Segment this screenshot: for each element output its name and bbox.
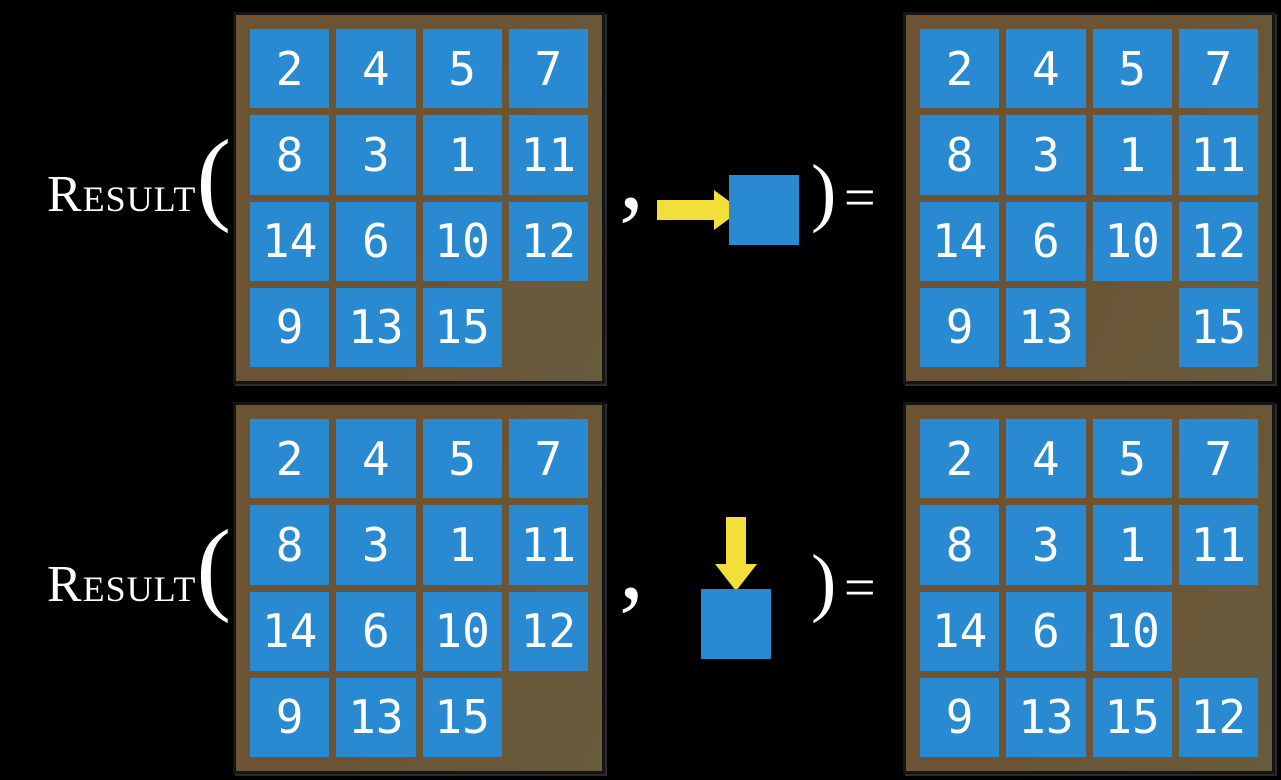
blank-cell <box>1179 592 1258 671</box>
puzzle-tile-10: 10 <box>422 591 502 671</box>
equals-sign: = <box>844 167 876 229</box>
puzzle-tile-9: 9 <box>920 287 1000 367</box>
puzzle-tile-14: 14 <box>920 591 1000 671</box>
puzzle-tile-11: 11 <box>508 115 588 195</box>
open-paren: ( <box>196 119 231 234</box>
puzzle-tile-11: 11 <box>508 505 588 585</box>
puzzle-tile-8: 8 <box>250 505 330 585</box>
close-paren: ) <box>811 540 837 624</box>
puzzle-tile-13: 13 <box>1006 287 1086 367</box>
comma-separator: , <box>619 119 644 230</box>
puzzle-tile-7: 7 <box>1178 29 1258 109</box>
puzzle-tile-12: 12 <box>1178 677 1258 757</box>
puzzle-tile-14: 14 <box>250 591 330 671</box>
puzzle-tile-14: 14 <box>920 201 1000 281</box>
puzzle-tile-1: 1 <box>1092 115 1172 195</box>
close-paren: ) <box>811 150 837 234</box>
puzzle-tile-2: 2 <box>250 419 330 499</box>
puzzle-tile-12: 12 <box>508 201 588 281</box>
puzzle-tile-8: 8 <box>920 115 1000 195</box>
puzzle-tile-15: 15 <box>1178 287 1258 367</box>
puzzle-tile-13: 13 <box>336 287 416 367</box>
action-tile-square <box>729 175 799 245</box>
puzzle-tile-3: 3 <box>336 505 416 585</box>
down-arrow-shaft-icon <box>726 517 746 565</box>
result-function-label: Result( <box>0 515 231 619</box>
result-function-name: Result <box>46 556 197 613</box>
puzzle-tile-6: 6 <box>1006 201 1086 281</box>
puzzle-tile-11: 11 <box>1178 505 1258 585</box>
result-function-label: Result( <box>0 125 231 229</box>
puzzle-tile-7: 7 <box>508 29 588 109</box>
puzzle-tile-15: 15 <box>1092 677 1172 757</box>
puzzle-tile-9: 9 <box>920 677 1000 757</box>
puzzle-tile-6: 6 <box>336 201 416 281</box>
action-tile-square <box>701 589 771 659</box>
puzzle-tile-4: 4 <box>336 29 416 109</box>
puzzle-tile-11: 11 <box>1178 115 1258 195</box>
puzzle-tile-1: 1 <box>1092 505 1172 585</box>
result-function-name: Result <box>46 166 197 223</box>
right-arrow-shaft-icon <box>657 200 716 220</box>
puzzle-tile-13: 13 <box>1006 677 1086 757</box>
puzzle-tile-12: 12 <box>508 591 588 671</box>
puzzle-tile-4: 4 <box>1006 419 1086 499</box>
puzzle-tile-15: 15 <box>422 287 502 367</box>
puzzle-tile-12: 12 <box>1178 201 1258 281</box>
puzzle-tile-10: 10 <box>422 201 502 281</box>
equals-sign: = <box>844 557 876 619</box>
puzzle-tile-5: 5 <box>422 29 502 109</box>
puzzle-tile-9: 9 <box>250 677 330 757</box>
puzzle-tile-15: 15 <box>422 677 502 757</box>
puzzle-tile-7: 7 <box>1178 419 1258 499</box>
puzzle-tile-10: 10 <box>1092 201 1172 281</box>
puzzle-tile-13: 13 <box>336 677 416 757</box>
puzzle-tile-3: 3 <box>1006 505 1086 585</box>
puzzle-tile-14: 14 <box>250 201 330 281</box>
puzzle-tile-3: 3 <box>1006 115 1086 195</box>
puzzle-tile-2: 2 <box>250 29 330 109</box>
puzzle-tile-5: 5 <box>422 419 502 499</box>
puzzle-tile-4: 4 <box>1006 29 1086 109</box>
puzzle-tile-10: 10 <box>1092 591 1172 671</box>
blank-cell <box>509 678 588 757</box>
puzzle-tile-9: 9 <box>250 287 330 367</box>
puzzle-tile-6: 6 <box>336 591 416 671</box>
comma-separator: , <box>619 509 644 620</box>
puzzle-tile-1: 1 <box>422 115 502 195</box>
puzzle-tile-4: 4 <box>336 419 416 499</box>
puzzle-tile-8: 8 <box>250 115 330 195</box>
puzzle-tile-3: 3 <box>336 115 416 195</box>
puzzle-tile-7: 7 <box>508 419 588 499</box>
puzzle-tile-1: 1 <box>422 505 502 585</box>
puzzle-tile-5: 5 <box>1092 419 1172 499</box>
puzzle-tile-2: 2 <box>920 419 1000 499</box>
puzzle-tile-6: 6 <box>1006 591 1086 671</box>
open-paren: ( <box>196 509 231 624</box>
down-arrow-head-icon <box>715 564 757 591</box>
blank-cell <box>509 288 588 367</box>
blank-cell <box>1093 288 1172 367</box>
puzzle-tile-2: 2 <box>920 29 1000 109</box>
puzzle-tile-5: 5 <box>1092 29 1172 109</box>
puzzle-tile-8: 8 <box>920 505 1000 585</box>
